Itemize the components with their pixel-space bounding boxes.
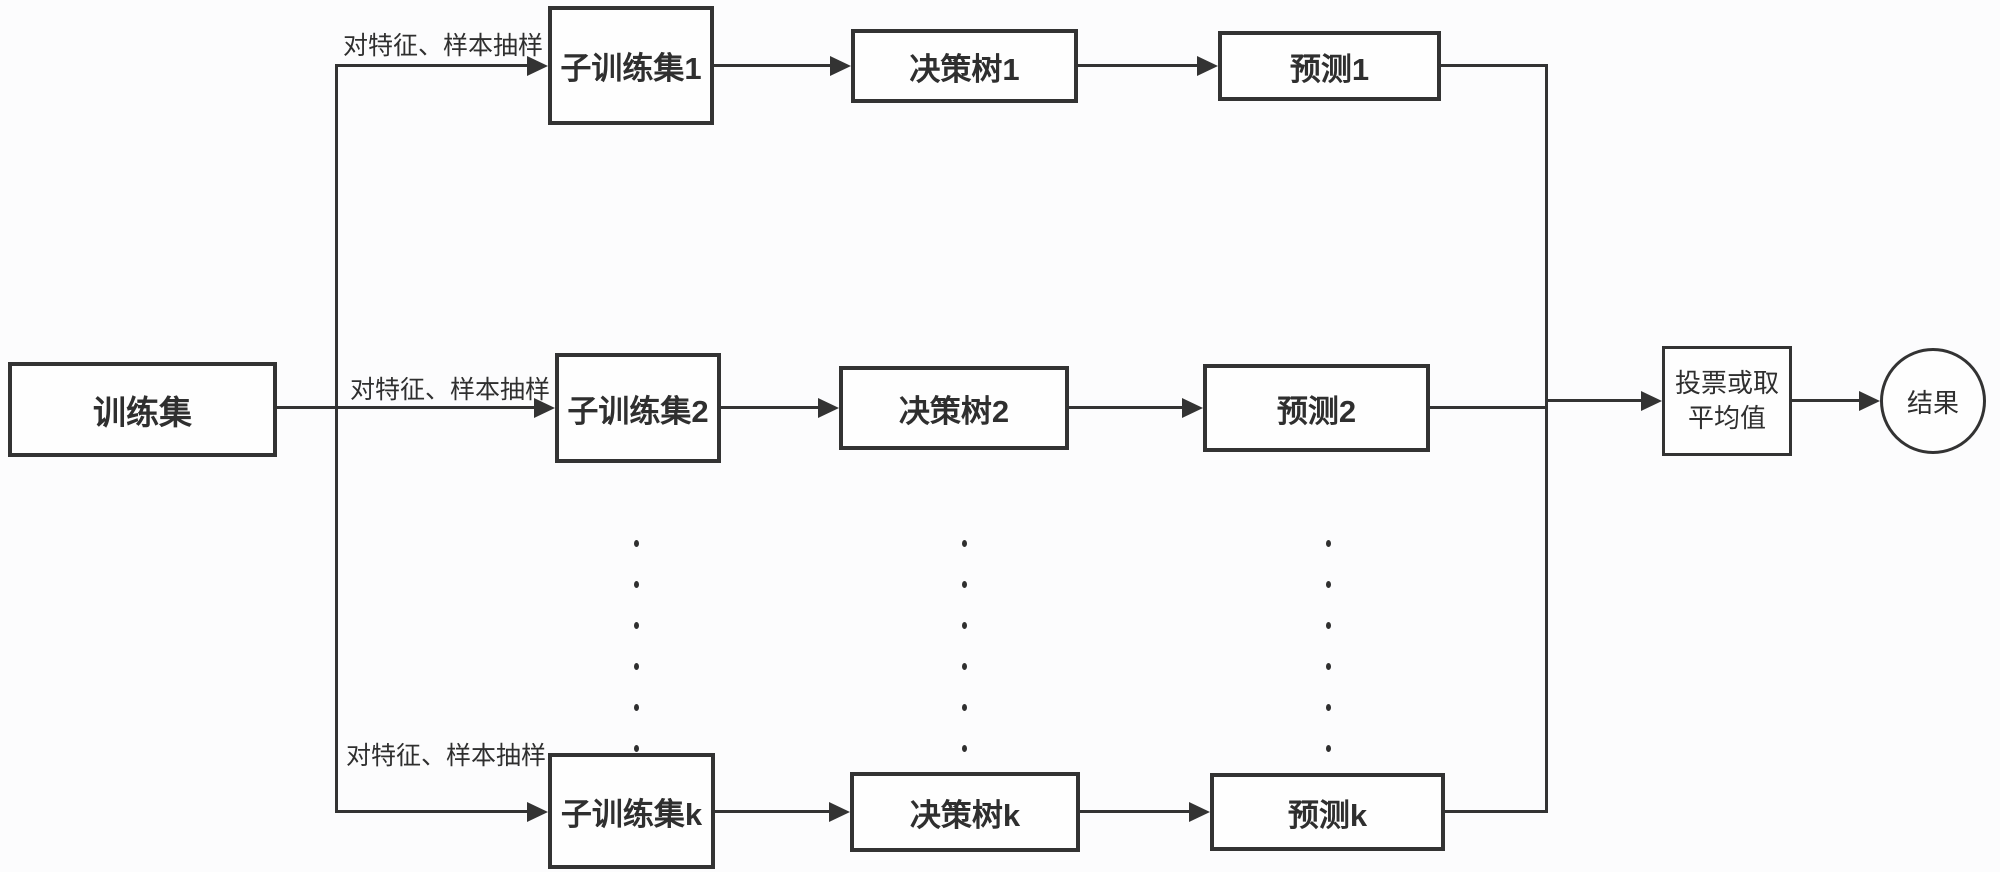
ellipsis-dot — [962, 663, 967, 670]
connector-line — [337, 64, 528, 67]
node-decision-tree-2: 决策树2 — [839, 366, 1069, 450]
node-prediction-1: 预测1 — [1218, 31, 1441, 101]
node-prediction-2: 预测2 — [1203, 364, 1430, 452]
connector-line — [1430, 406, 1547, 409]
arrowhead-right-icon — [1189, 802, 1210, 822]
connector-line — [721, 406, 819, 409]
ellipsis-dot — [1326, 704, 1331, 711]
ellipsis-dots-column — [1326, 540, 1331, 752]
ellipsis-dot — [634, 540, 639, 547]
connector-line — [1792, 399, 1860, 402]
ellipsis-dots-column — [634, 540, 639, 752]
arrowhead-right-icon — [527, 56, 548, 76]
arrowhead-right-icon — [527, 802, 548, 822]
node-sub-training-set-k: 子训练集k — [548, 753, 715, 869]
connector-line — [1069, 406, 1183, 409]
edge-label-sampling: 对特征、样本抽样 — [346, 742, 547, 770]
node-vote-or-average: 投票或取 平均值 — [1662, 346, 1792, 456]
node-sub-training-set-2: 子训练集2 — [555, 353, 721, 463]
connector-line — [1080, 810, 1190, 813]
connector-line — [715, 810, 830, 813]
edge-label-sampling: 对特征、样本抽样 — [350, 376, 551, 404]
connector-line — [335, 64, 338, 813]
ellipsis-dot — [634, 622, 639, 629]
ellipsis-dots-column — [962, 540, 967, 752]
ellipsis-dot — [962, 745, 967, 752]
connector-line — [1441, 64, 1548, 67]
ellipsis-dot — [962, 581, 967, 588]
connector-line — [1546, 399, 1642, 402]
ellipsis-dot — [1326, 745, 1331, 752]
ellipsis-dot — [634, 581, 639, 588]
ellipsis-dot — [1326, 663, 1331, 670]
edge-label-sampling: 对特征、样本抽样 — [343, 32, 544, 60]
arrowhead-right-icon — [534, 398, 555, 418]
ellipsis-dot — [634, 745, 639, 752]
arrowhead-right-icon — [1197, 56, 1218, 76]
ellipsis-dot — [962, 704, 967, 711]
node-decision-tree-k: 决策树k — [850, 772, 1080, 852]
arrowhead-right-icon — [1182, 398, 1203, 418]
ellipsis-dot — [962, 622, 967, 629]
ellipsis-dot — [1326, 581, 1331, 588]
ellipsis-dot — [634, 704, 639, 711]
connector-line — [337, 810, 528, 813]
connector-line — [1445, 810, 1547, 813]
node-training-set: 训练集 — [8, 362, 277, 457]
node-sub-training-set-1: 子训练集1 — [548, 6, 714, 125]
ellipsis-dot — [962, 540, 967, 547]
ellipsis-dot — [634, 663, 639, 670]
arrowhead-right-icon — [1859, 391, 1880, 411]
connector-line — [714, 64, 831, 67]
ellipsis-dot — [1326, 622, 1331, 629]
node-result: 结果 — [1880, 348, 1986, 454]
arrowhead-right-icon — [829, 802, 850, 822]
arrowhead-right-icon — [830, 56, 851, 76]
arrowhead-right-icon — [1641, 391, 1662, 411]
node-decision-tree-1: 决策树1 — [851, 29, 1078, 103]
arrowhead-right-icon — [818, 398, 839, 418]
ellipsis-dot — [1326, 540, 1331, 547]
connector-line — [1545, 64, 1548, 813]
node-prediction-k: 预测k — [1210, 773, 1445, 851]
connector-line — [1078, 64, 1198, 67]
connector-line — [277, 406, 535, 409]
